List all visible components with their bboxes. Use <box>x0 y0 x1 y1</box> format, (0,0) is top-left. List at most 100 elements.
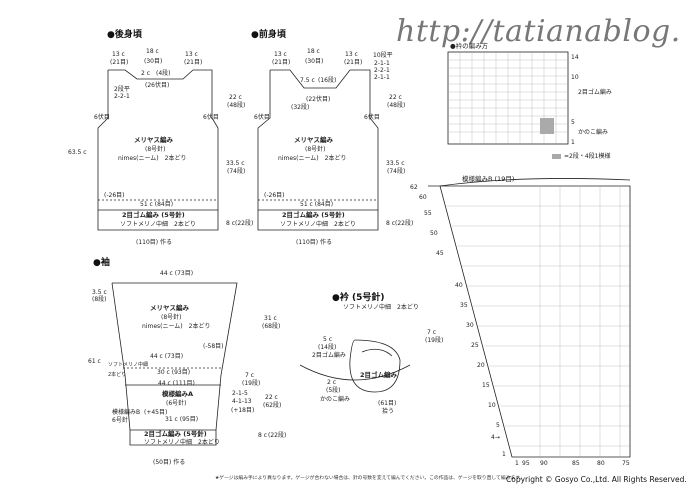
collar-bottom: 2 c <box>327 379 337 386</box>
sleeve-steps-2: 4-1-13 <box>232 398 252 405</box>
chart-top-shaded <box>540 118 554 134</box>
collar-yarn: ソフトメリノ中細 2本どり <box>343 304 419 311</box>
chart-b-title: 模様編みB (19目) <box>462 175 515 183</box>
chart-b-col-75: 75 <box>622 460 630 467</box>
chart-b-row-5: 5 <box>496 422 500 429</box>
collar-left-2: (14段) <box>318 344 337 351</box>
front-rib-label: 2目ゴム編み (5号針) <box>282 211 345 219</box>
front-side-height: 33.5 c <box>386 160 405 167</box>
front-side-height-2: (74段) <box>387 168 406 175</box>
back-shoulder-2: 2-2-1 <box>114 93 130 100</box>
front-neck-step: 10段平 <box>373 52 393 59</box>
front-neck-side: (32段) <box>291 104 310 111</box>
sleeve-lower-width: 31 c (95目) <box>165 416 199 423</box>
back-width: 51 c (84目) <box>140 201 174 208</box>
chart-b-col-80: 80 <box>597 460 605 467</box>
front-armhole-right: 6伏目 <box>364 114 380 121</box>
sleeve-pattern-label: 模様編みA <box>162 390 194 398</box>
back-armhole-height-2: (48段) <box>227 102 246 109</box>
sleeve-cast-on: (50目) 作る <box>153 459 186 466</box>
front-neck-step-2: 2-1-1 <box>374 60 390 67</box>
back-rib-label: 2目ゴム編み (5号針) <box>122 211 185 219</box>
sleeve-side-yarn: ソフトメリノ中細 <box>108 362 149 368</box>
back-neck: 2 c <box>141 70 151 77</box>
sleeve-cap-height: 3.5 c <box>92 289 107 296</box>
chart-b-row-55: 55 <box>424 210 432 217</box>
sleeve-decrease: (-58目) <box>203 343 224 350</box>
chart-top-rib: 2目ゴム編み <box>578 89 612 96</box>
chart-b-col-1: 1 <box>515 460 519 467</box>
back-armhole-right: 6伏目 <box>203 114 219 121</box>
back-rib-height-2: (22段) <box>235 220 254 227</box>
collar-right: 7 c <box>427 329 437 336</box>
chart-top-row-1: 1 <box>571 139 575 146</box>
collar-bottom-3: かのこ編み <box>320 396 351 403</box>
sleeve-band-height-2: (19段) <box>242 380 261 387</box>
back-body-label: メリヤス編み <box>134 136 173 144</box>
back-width-marker: (-26目) <box>104 192 125 199</box>
back-side-height-2: (74段) <box>227 168 246 175</box>
sleeve-upper-height-2: (68段) <box>262 323 281 330</box>
chart-b-row-15: 15 <box>482 382 490 389</box>
sleeve-rib-height-2: (22段) <box>268 432 287 439</box>
chart-b-row-45: 45 <box>436 250 444 257</box>
chart-top-row-14: 14 <box>571 54 579 61</box>
front-armhole-left: 6伏目 <box>254 114 270 121</box>
sleeve-rib-label: 2目ゴム編み (5号針) <box>144 430 207 438</box>
back-shoulder: 2段平 <box>114 86 130 93</box>
back-top-mid-2: (30目) <box>144 58 163 65</box>
chart-top-row-10: 10 <box>571 74 579 81</box>
sleeve-steps: 2-1-5 <box>232 390 248 397</box>
collar-pickup-2: 拾う <box>382 408 395 415</box>
chart-b-row-20: 20 <box>477 362 485 369</box>
sleeve-title: ●袖 <box>93 258 110 268</box>
sleeve-rib-yarn: ソフトメリノ中細 2本どり <box>144 439 220 446</box>
sleeve-outline <box>111 282 238 446</box>
chart-b-row-10: 10 <box>488 402 496 409</box>
back-rib-yarn: ソフトメリノ中細 2本どり <box>120 221 196 228</box>
front-body-yarn: nimes(ニーム) 2本どり <box>278 155 347 162</box>
chart-b-row-62: 62 <box>410 184 418 191</box>
front-armhole-height: 22 c <box>389 94 402 101</box>
back-top-mid: 18 c <box>146 48 159 55</box>
back-title: ●後身頃 <box>107 30 142 40</box>
collar-shape <box>349 339 401 393</box>
back-rib-height: 8 c <box>226 220 236 227</box>
front-width-marker: (-26目) <box>264 192 285 199</box>
chart-b-row-35: 35 <box>460 302 468 309</box>
chart-top-row-5: 5 <box>571 119 575 126</box>
back-body-needle: (8号針) <box>145 146 166 153</box>
front-top-mid: 18 c <box>307 48 320 55</box>
back-top-left-2: (21目) <box>110 59 129 66</box>
chart-b-marker: 4→ <box>491 434 500 441</box>
front-width: 51 c (84目) <box>300 201 334 208</box>
front-top-right-2: (21目) <box>344 59 363 66</box>
sleeve-increase-right: (+18目) <box>231 407 255 414</box>
chart-top-legend-swatch <box>552 154 561 159</box>
back-top-left: 13 c <box>112 51 125 58</box>
chart-top-title: ●衿の編み方 <box>450 42 489 50</box>
front-body-needle: (8号針) <box>305 146 326 153</box>
front-rib-height: 8 c <box>386 220 396 227</box>
sleeve-side-needle: 6号針 <box>112 417 128 424</box>
collar-bottom-2: (5段) <box>326 387 341 394</box>
front-neck-depth-2: (16段) <box>318 77 337 84</box>
front-neck-bind: (22伏目) <box>306 96 331 103</box>
sleeve-band-width-2: 44 c (111目) <box>158 380 195 387</box>
front-rib-height-2: (22段) <box>395 220 414 227</box>
chart-b-col-95: 95 <box>522 460 530 467</box>
back-neck-2: (4段) <box>156 70 171 77</box>
sleeve-side-pattern: 模様編みB <box>112 409 141 416</box>
chart-top-legend: =2段・4段1模様 <box>564 153 611 160</box>
collar-left: 5 c <box>323 336 333 343</box>
front-top-mid-2: (30目) <box>305 58 324 65</box>
sleeve-total-height: 61 c <box>88 358 101 365</box>
sleeve-band-height: 7 c <box>245 372 255 379</box>
chart-b-row-1: 1 <box>502 451 506 458</box>
sleeve-increase-left: (+45目) <box>144 409 168 416</box>
chart-b-row-40: 40 <box>455 282 463 289</box>
back-top-right-2: (21目) <box>184 59 203 66</box>
copyright-text: Copyright © Gosyo Co.,Ltd. All Rights Re… <box>506 475 687 484</box>
back-armhole-height: 22 c <box>229 94 242 101</box>
